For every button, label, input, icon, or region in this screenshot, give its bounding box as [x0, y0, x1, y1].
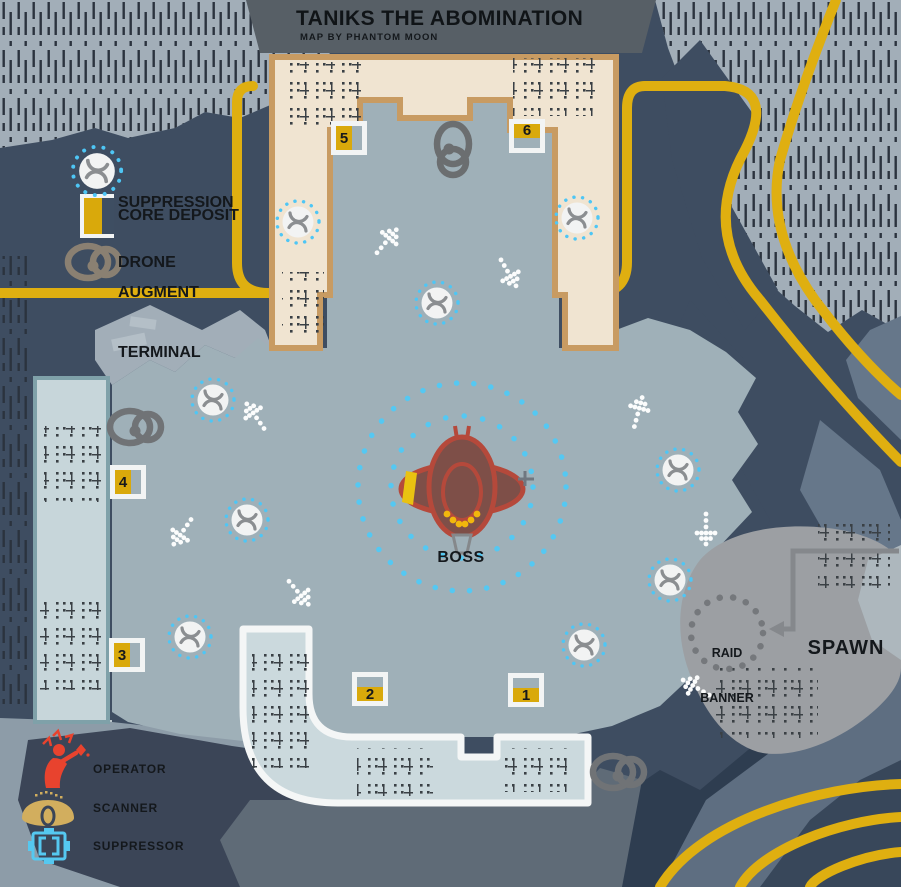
suppression-drone-icon — [414, 280, 460, 326]
raid-banner-arrowhead — [769, 621, 784, 637]
pipe-corner-3 — [805, 847, 901, 887]
boss-rings — [355, 380, 569, 594]
augment-terminal-icon — [106, 407, 165, 447]
suppression-drone-icon — [561, 622, 607, 668]
pipe-right-2 — [771, 0, 901, 400]
core-deposit-marker-1: 1 — [508, 673, 544, 707]
raid-banner-circle — [687, 593, 767, 673]
pipe-frame-left — [232, 81, 273, 298]
scanner-icon — [22, 791, 74, 827]
core-deposit-number: 6 — [514, 122, 540, 139]
core-deposit-number: 4 — [115, 470, 132, 494]
core-deposit-marker-6: 6 — [509, 119, 545, 153]
direction-arrow — [498, 257, 521, 289]
core-deposit-number: 2 — [357, 686, 383, 703]
core-deposit-number: 1 — [513, 687, 539, 704]
legend-scanner-label: SCANNER — [93, 801, 158, 815]
legend-augment-terminal-label: AUGMENT TERMINAL — [118, 284, 201, 361]
raid-banner-label: RAID BANNER — [700, 646, 754, 705]
direction-arrow — [694, 511, 718, 547]
title-banner: TANIKS THE ABOMINATION MAP BY PHANTOM MO… — [246, 0, 656, 53]
direction-arrow — [680, 675, 712, 698]
operator-icon — [42, 728, 90, 788]
core-deposit-marker-3: 3 — [109, 638, 145, 672]
bottom-rock-slab — [220, 768, 642, 887]
augment-terminal-icon — [64, 242, 123, 282]
legend-operator-label: OPERATOR — [93, 762, 167, 776]
legend-suppressor-label: SUPPRESSOR — [93, 839, 185, 853]
pipe-right-1 — [640, 81, 901, 467]
direction-arrow — [286, 578, 311, 607]
left-platform — [33, 376, 110, 724]
boss-icon — [398, 425, 534, 555]
direction-arrow — [374, 227, 399, 256]
core-deposit-number: 5 — [336, 126, 353, 150]
core-deposit-number: 3 — [114, 643, 131, 667]
pipe-corner-1 — [655, 779, 901, 887]
direction-arrow — [243, 401, 267, 431]
suppression-drone-icon — [275, 199, 321, 245]
boss-label: BOSS — [437, 549, 485, 566]
legend-suppression-drone-label: SUPPRESSION DRONE — [118, 194, 234, 271]
suppressor-icon — [28, 828, 70, 864]
spawn-label: SPAWN — [807, 637, 885, 659]
map-title: TANIKS THE ABOMINATION — [296, 7, 584, 30]
suppression-drone-icon — [554, 195, 600, 241]
suppression-drone-icon — [224, 497, 270, 543]
spawn-area — [680, 524, 901, 754]
direction-arrow — [628, 395, 651, 429]
bottom-walkway — [239, 625, 592, 807]
core-deposit-legend-icon — [80, 194, 114, 238]
suppression-drone-icon — [167, 614, 213, 660]
augment-terminal-icon — [589, 752, 648, 792]
core-deposit-marker-2: 2 — [352, 672, 388, 706]
suppression-drone-icon — [655, 447, 701, 493]
core-deposit-marker-4: 4 — [110, 465, 146, 499]
augment-terminal-icon — [433, 120, 473, 179]
raid-banner-arrow — [781, 548, 899, 632]
pipe-corner-2 — [735, 812, 901, 887]
legend-core-deposit-label: CORE DEPOSIT — [118, 207, 239, 224]
map-subtitle: MAP BY PHANTOM MOON — [300, 32, 439, 43]
suppression-drone-icon — [190, 377, 236, 423]
direction-arrow — [170, 517, 194, 547]
suppression-drone-icon — [70, 144, 124, 198]
core-deposit-marker-5: 5 — [331, 121, 367, 155]
suppression-drone-icon — [647, 557, 693, 603]
